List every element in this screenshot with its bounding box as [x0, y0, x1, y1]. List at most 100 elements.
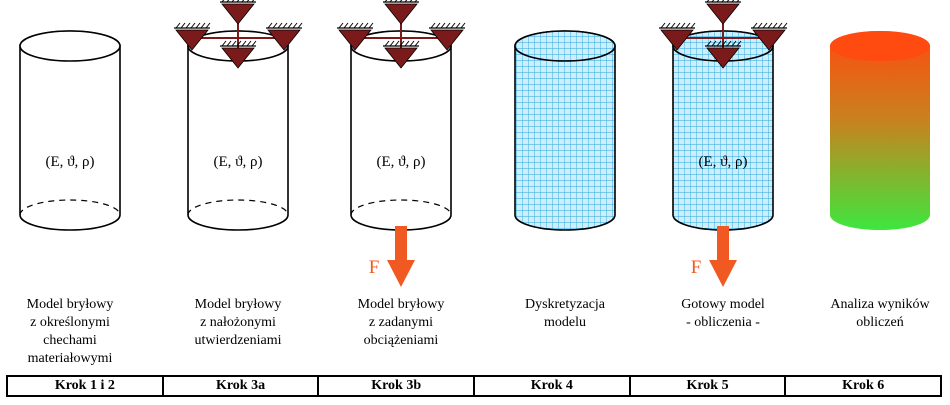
support-hatch	[236, 40, 242, 47]
support-hatch	[430, 22, 436, 29]
cylinder-model-2: (E, ϑ, ρ)	[174, 0, 303, 231]
support-hatch	[404, 0, 408, 3]
force-arrow-head	[709, 260, 737, 287]
support-hatch	[455, 22, 461, 29]
support-hatch	[706, 40, 712, 47]
support-hatch	[195, 22, 201, 29]
fixed-support-icon	[383, 40, 420, 69]
support-hatch	[394, 40, 400, 47]
support-hatch	[450, 22, 456, 29]
support-hatch	[246, 40, 252, 47]
force-arrow-shaft	[717, 226, 729, 260]
cylinder-model-5: (E, ϑ, ρ)F	[659, 0, 788, 287]
support-hatch	[389, 40, 395, 47]
cylinder-model-4	[514, 30, 616, 231]
support-hatch	[706, 0, 710, 3]
support-hatch	[297, 22, 303, 29]
support-hatch	[414, 0, 418, 3]
support-hatch	[399, 40, 405, 47]
support-triangle	[430, 29, 464, 51]
support-hatch	[731, 40, 737, 47]
cylinder-hidden-edge	[19, 199, 121, 216]
support-hatch	[736, 40, 742, 47]
support-hatch	[343, 22, 349, 29]
step-description-5: Gotowy model - obliczenia -	[681, 297, 765, 330]
support-hatch	[409, 40, 415, 47]
support-triangle	[338, 29, 372, 51]
cylinder-top-face	[514, 30, 616, 62]
support-hatch	[231, 40, 237, 47]
fixed-support-icon	[659, 22, 696, 51]
support-hatch	[190, 22, 196, 29]
support-hatch	[358, 22, 364, 29]
cylinder-model-1: (E, ϑ, ρ)	[19, 30, 121, 231]
support-hatch	[246, 0, 250, 3]
support-hatch	[399, 0, 403, 3]
support-hatch	[685, 22, 691, 29]
support-hatch	[394, 0, 398, 3]
force-label: F	[369, 257, 380, 278]
support-hatch	[180, 22, 186, 29]
support-hatch	[353, 22, 359, 29]
support-hatch	[440, 22, 446, 29]
support-hatch	[226, 0, 230, 3]
support-triangle	[752, 29, 786, 51]
support-hatch	[721, 0, 725, 3]
support-hatch	[731, 0, 735, 3]
support-triangle	[221, 3, 255, 25]
support-hatch	[414, 40, 420, 47]
support-hatch	[251, 0, 255, 3]
support-hatch	[292, 22, 298, 29]
support-triangle	[660, 29, 694, 51]
support-hatch	[241, 0, 245, 3]
step-label-4: Krok 4	[475, 377, 631, 395]
support-hatch	[721, 40, 727, 47]
support-hatch	[277, 22, 283, 29]
support-hatch	[205, 22, 211, 29]
fixed-support-icon	[220, 40, 257, 69]
support-triangle	[267, 29, 301, 51]
support-triangle	[384, 47, 418, 69]
force-arrow-icon	[387, 226, 415, 287]
support-hatch	[282, 22, 288, 29]
support-hatch	[690, 22, 696, 29]
support-hatch	[736, 0, 740, 3]
cylinder-hidden-edge	[350, 199, 452, 216]
support-hatch	[231, 0, 235, 3]
support-hatch	[368, 22, 374, 29]
support-hatch	[460, 22, 466, 29]
step-description-4: Dyskretyzacja modelu	[524, 297, 606, 330]
support-hatch	[680, 22, 686, 29]
cylinder-body	[830, 31, 930, 230]
support-hatch	[777, 22, 783, 29]
support-hatch	[389, 0, 393, 3]
material-properties-label: (E, ϑ, ρ)	[213, 154, 262, 170]
support-hatch	[384, 40, 390, 47]
step-label-6: Krok 6	[842, 378, 885, 393]
support-hatch	[762, 22, 768, 29]
cylinder-model-6	[830, 31, 930, 230]
support-hatch	[716, 0, 720, 3]
support-hatch	[241, 40, 247, 47]
step-label-5: Krok 5	[631, 377, 787, 395]
support-hatch	[221, 0, 225, 3]
fixed-support-icon	[383, 0, 419, 25]
fixed-support-icon	[220, 0, 256, 25]
fixed-support-icon	[266, 22, 303, 51]
support-hatch	[782, 22, 788, 29]
force-arrow-head	[387, 260, 415, 287]
support-hatch	[726, 0, 730, 3]
fixed-support-icon	[429, 22, 466, 51]
step-description-2: Model bryłowy z nałożonymi utwierdzeniam…	[194, 297, 282, 348]
support-triangle	[384, 3, 418, 25]
support-hatch	[185, 22, 191, 29]
support-hatch	[200, 22, 206, 29]
cylinder-top-face	[19, 30, 121, 62]
support-hatch	[711, 40, 717, 47]
material-properties-label: (E, ϑ, ρ)	[698, 154, 747, 170]
support-hatch	[251, 40, 257, 47]
cylinder-hidden-edge	[187, 199, 289, 216]
cylinder-model-3: (E, ϑ, ρ)F	[337, 0, 466, 287]
support-hatch	[409, 0, 413, 3]
